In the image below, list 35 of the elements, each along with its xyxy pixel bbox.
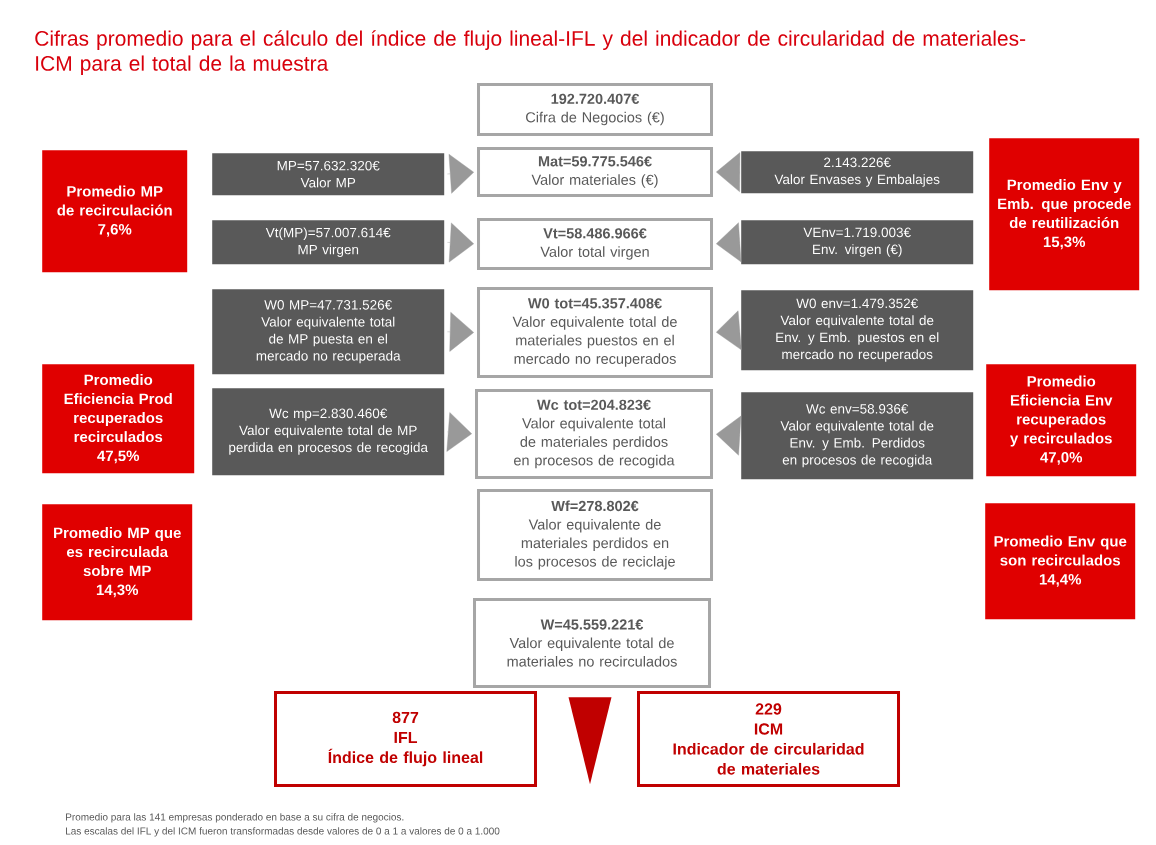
calculation-box: 192.720.407€ Cifra de Negocios (€)	[477, 83, 713, 136]
calculation-box: Wf=278.802€ Valor equivalente de materiales perdidos en los procesos de reciclaje	[477, 489, 713, 581]
value-box: Vt(MP)=57.007.614€ MP virgen	[212, 220, 445, 265]
arrow	[447, 154, 474, 194]
result-box: 877 IFL Índice de flujo lineal	[274, 691, 537, 787]
value-box: 2.143.226€ Valor Envases y Embalajes	[741, 151, 974, 194]
indicator-box: Promedio Eficiencia Env recuperados y recirculados 47,0%	[986, 364, 1137, 477]
calculation-box: W=45.559.221€ Valor equivalente total de materiales no recirculados	[473, 598, 711, 688]
value-box: Wc mp=2.830.460€ Valor equivalente total de MP perdida en procesos de recogida	[212, 388, 445, 476]
value-box: W0 MP=47.731.526€ Valor equivalente total de MP puesta en el mercado no recuperada	[212, 289, 445, 375]
title: Cifras promedio para el cálculo del índice de flujo lineal-IFL y del indicador de circularidad de materiales-ICM para el total de la muestra	[35, 30, 1026, 75]
arrow	[716, 415, 742, 456]
value-box: Wc env=58.936€ Valor equivalente total de Env. y Emb. Perdidos en procesos de recogida	[741, 392, 974, 480]
arrow	[716, 310, 742, 351]
indicator-box: Promedio MP que es recirculada sobre MP 14,3%	[42, 504, 193, 621]
down-triangle	[568, 697, 612, 785]
arrow	[716, 222, 742, 263]
value-box: W0 env=1.479.352€ Valor equivalente total de Env. y Emb. puestos en el mercado no recuperados	[741, 290, 974, 371]
indicator-box: Promedio MP de recirculación 7,6%	[42, 150, 188, 273]
footnote: Promedio para las 141 empresas ponderado en base a su cifra de negocios.	[66, 813, 404, 823]
arrow	[716, 152, 741, 192]
value-box: MP=57.632.320€ Valor MP	[212, 153, 445, 196]
calculation-box: Mat=59.775.546€ Valor materiales (€)	[477, 147, 713, 197]
indicator-box: Promedio Env y Emb. que procede de reutilización 15,3%	[989, 138, 1140, 291]
indicator-box: Promedio Env que son recirculados 14,4%	[985, 503, 1136, 620]
arrow	[447, 312, 474, 352]
arrow	[446, 412, 472, 452]
calculation-box: W0 tot=45.357.408€ Valor equivalente total de materiales puestos en el mercado no recuperados	[477, 287, 713, 378]
footnote: Las escalas del IFL y del ICM fueron transformadas desde valores de 0 a 1 a valores de 0 a 1.000	[66, 827, 500, 837]
indicator-box: Promedio Eficiencia Prod recuperados recirculados 47,5%	[42, 364, 195, 474]
calculation-box: Vt=58.486.966€ Valor total virgen	[477, 218, 713, 270]
value-box: VEnv=1.719.003€ Env. virgen (€)	[741, 220, 974, 265]
arrow	[447, 222, 474, 263]
calculation-box: Wc tot=204.823€ Valor equivalente total de materiales perdidos en procesos de recogida	[475, 389, 713, 479]
result-box: 229 ICM Indicador de circularidad de materiales	[637, 691, 900, 787]
